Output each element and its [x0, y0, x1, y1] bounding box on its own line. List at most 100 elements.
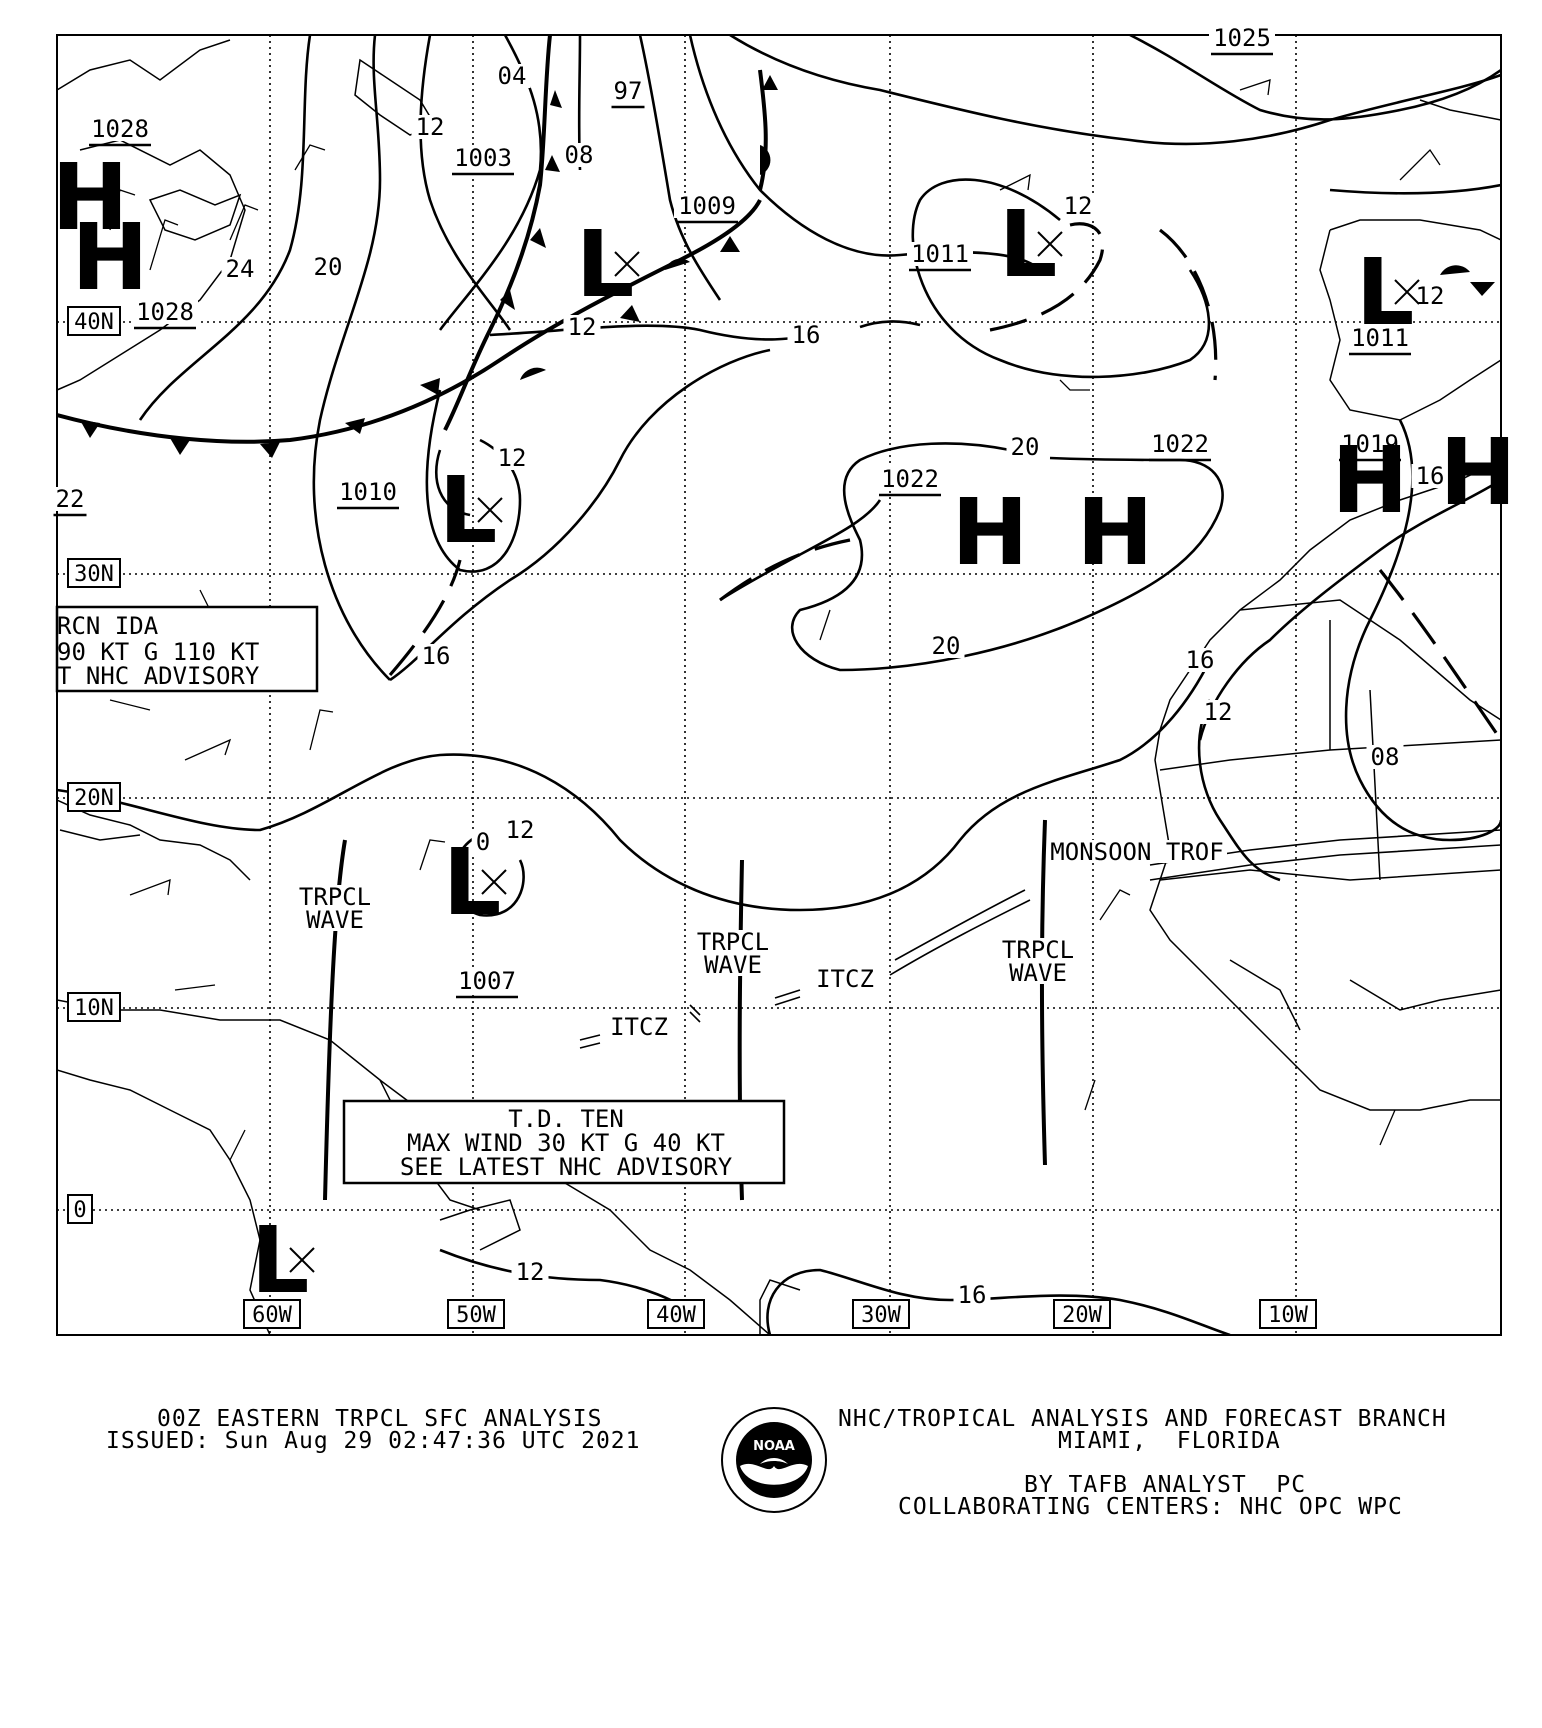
low-pressure-center: L: [439, 457, 498, 564]
advisory-box-ida: RCN IDA 90 KT G 110 KT T NHC ADVISORY: [55, 605, 319, 693]
high-pressure-center: H: [72, 204, 149, 311]
pressure-label: 12: [516, 1258, 545, 1286]
pressure-label: 1025: [1213, 24, 1271, 52]
ida-line-2: 90 KT G 110 KT: [57, 638, 259, 666]
pressure-label-bg: [1181, 648, 1219, 672]
pressure-label-bg: [1209, 26, 1275, 50]
feature-label: ITCZ: [610, 1013, 668, 1041]
lon-label: 60W: [252, 1303, 292, 1328]
pressure-label-bg: [1059, 194, 1097, 218]
pressure-label-bg: [493, 446, 531, 470]
pressure-label: 1010: [339, 478, 397, 506]
pressure-label-bg: [1147, 432, 1213, 456]
fronts: [57, 35, 768, 444]
lat-label-box: [67, 558, 121, 588]
pressure-label: 08: [1371, 743, 1400, 771]
pressure-label: 16: [958, 1281, 987, 1309]
svg-text:NOAA: NOAA: [753, 1439, 795, 1454]
pressure-label: 1022: [1151, 430, 1209, 458]
pressure-label-bg: [132, 300, 198, 324]
pressure-label-bg: [511, 1260, 549, 1284]
pressure-label-bg: [411, 115, 449, 139]
pressure-label-bg: [609, 79, 647, 103]
feature-label: WAVE: [1009, 959, 1067, 987]
lon-label-box: [1053, 1299, 1111, 1329]
pressure-label: 1022: [881, 465, 939, 493]
pressure-label: 16: [1186, 646, 1215, 674]
pressure-label: 97: [614, 77, 643, 105]
td-line-1: T.D. TEN: [508, 1105, 624, 1133]
pressure-label: 16: [1416, 462, 1445, 490]
pressure-label-bg: [1347, 326, 1413, 350]
pressure-label-bg: [493, 64, 531, 88]
lat-label-box: [67, 1194, 93, 1224]
low-center-x-icon: [614, 251, 640, 277]
pressure-label-bg: [674, 194, 740, 218]
lon-label: 50W: [456, 1303, 496, 1328]
pressure-label: 04: [498, 62, 527, 90]
feature-label-bg: [1047, 840, 1227, 863]
pressure-label: 22: [56, 485, 85, 513]
pressure-label-bg: [877, 467, 943, 491]
footer-title: 00Z EASTERN TRPCL SFC ANALYSIS: [157, 1406, 603, 1432]
pressure-label-bg: [501, 818, 539, 842]
feature-label-bg: [813, 967, 877, 990]
lon-label-box: [447, 1299, 505, 1329]
pressure-label-bg: [1006, 435, 1044, 459]
pressure-label-bg: [335, 480, 401, 504]
pressure-label: 24: [226, 255, 255, 283]
pressure-label-bg: [560, 143, 598, 167]
feature-label: WAVE: [306, 906, 364, 934]
pressure-label: 1009: [678, 192, 736, 220]
pressure-label: 12: [506, 816, 535, 844]
td-line-3: SEE LATEST NHC ADVISORY: [400, 1153, 733, 1181]
lat-label: 0: [73, 1198, 86, 1223]
dashed-isobars: [388, 222, 1501, 741]
td-line-2: MAX WIND 30 KT G 40 KT: [407, 1129, 725, 1157]
feature-labels: TRPCLWAVETRPCLWAVETRPCLWAVEITCZITCZMONSO…: [295, 838, 1227, 1041]
pressure-label: 08: [565, 141, 594, 169]
pressure-label: 0: [476, 828, 490, 856]
lon-label: 10W: [1268, 1303, 1308, 1328]
ida-line-3: T NHC ADVISORY: [57, 662, 260, 690]
feature-label: TRPCL: [1002, 936, 1074, 964]
feature-label: WAVE: [704, 951, 762, 979]
footer-branch: NHC/TROPICAL ANALYSIS AND FORECAST BRANC…: [838, 1406, 1447, 1432]
pressure-label-bg: [450, 146, 516, 170]
feature-label-bg: [693, 930, 773, 953]
pressure-label: 20: [314, 253, 343, 281]
pressure-label-bg: [221, 257, 259, 281]
feature-label: ITCZ: [816, 965, 874, 993]
lat-label-box: [67, 306, 121, 336]
low-pressure-center: L: [443, 829, 502, 936]
pressure-label-bg: [454, 969, 520, 993]
footer-analyst: BY TAFB ANALYST PC: [1024, 1472, 1307, 1498]
lat-label: 30N: [74, 562, 114, 587]
pressure-label: 12: [498, 444, 527, 472]
feature-label-bg: [303, 908, 367, 931]
pressure-label: 12: [416, 113, 445, 141]
footer-issued: ISSUED: Sun Aug 29 02:47:36 UTC 2021: [106, 1428, 641, 1454]
low-pressure-center: L: [999, 191, 1058, 298]
pressure-label-bg: [953, 1283, 991, 1307]
feature-label-bg: [998, 938, 1078, 961]
pressure-label: 20: [932, 632, 961, 660]
noaa-seal-icon: NOAA: [721, 1407, 827, 1513]
lat-label: 20N: [74, 786, 114, 811]
pressure-label: 20: [1011, 433, 1040, 461]
pressure-label-bg: [417, 644, 455, 668]
lon-label: 40W: [656, 1303, 696, 1328]
feature-label-bg: [701, 953, 765, 976]
high-pressure-center: H: [52, 144, 129, 251]
lon-label-box: [243, 1299, 301, 1329]
pressure-label-bg: [51, 487, 89, 511]
pressure-label: 12: [1204, 698, 1233, 726]
pressure-label-bg: [787, 323, 825, 347]
lat-label-box: [67, 992, 121, 1022]
lat-lon-grid: [57, 35, 1501, 1335]
low-pressure-center: L: [576, 211, 635, 318]
low-center-x-icon: [1394, 279, 1420, 305]
high-pressure-center: H: [952, 479, 1029, 586]
